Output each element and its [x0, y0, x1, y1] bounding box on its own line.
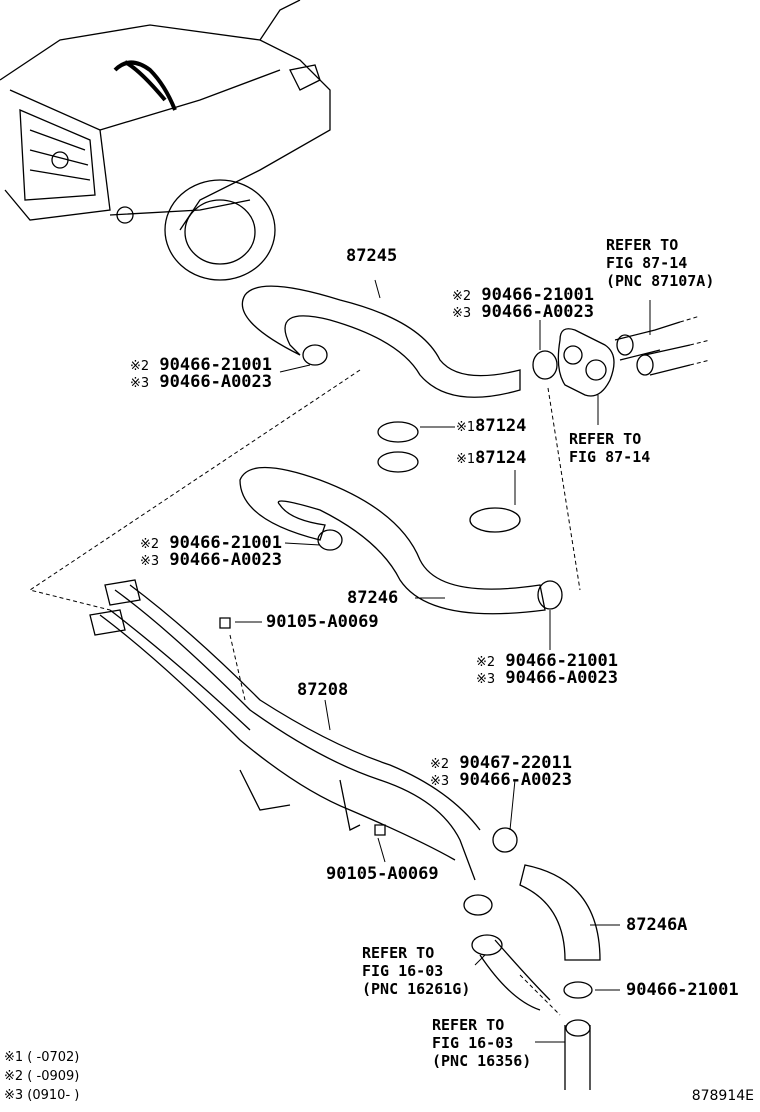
clamp-label-d: ※2 90466-21001 ※3 90466-A0023	[476, 653, 618, 687]
part-87245: 87245	[346, 246, 398, 266]
note-mark: ※3	[130, 376, 150, 391]
note-mark: ※3	[430, 774, 450, 789]
ref-line: FIG 87-14	[606, 254, 688, 272]
part-number: 90466-A0023	[505, 668, 619, 688]
pipe-87208	[99, 584, 481, 881]
part-87246A: 87246A	[626, 915, 688, 935]
clamp-label-c: ※2 90466-21001 ※3 90466-A0023	[140, 535, 282, 569]
legend-item: ※3 (0910- )	[4, 1088, 80, 1103]
part-87246: 87246	[347, 588, 399, 608]
ref-line: FIG 16-03	[362, 962, 444, 980]
note-mark: ※1	[456, 420, 476, 435]
ref-line: (PNC 16261G)	[362, 980, 471, 998]
note-mark: ※2	[430, 757, 450, 772]
legend-item: ※1 ( -0702)	[4, 1050, 80, 1065]
hose-87246	[239, 466, 546, 615]
note-mark: ※2	[140, 537, 160, 552]
ref-line: (PNC 16356)	[432, 1052, 532, 1070]
truck-illustration	[0, 0, 331, 281]
note-mark: ※3	[140, 554, 160, 569]
hose-87245	[241, 285, 521, 398]
part-number: 90466-A0023	[169, 550, 283, 570]
part-87124-b: ※187124	[456, 450, 526, 467]
ref-line: REFER TO	[569, 430, 642, 448]
part-number: 90466-A0023	[159, 372, 273, 392]
note-mark: ※1	[456, 452, 476, 467]
refer-fig-16-03-pnc-16356: REFER TO FIG 16-03 (PNC 16356)	[432, 1016, 531, 1070]
clamp-label-a: ※2 90466-21001 ※3 90466-A0023	[452, 287, 594, 321]
clamp-label-f: 90466-21001	[626, 980, 739, 1000]
part-number: 90466-A0023	[481, 302, 595, 322]
note-mark: ※3	[476, 672, 496, 687]
refer-fig-87-14-pnc-87107a: REFER TO FIG 87-14 (PNC 87107A)	[606, 236, 714, 290]
ref-line: FIG 87-14	[569, 448, 651, 466]
part-87124-a: ※187124	[456, 418, 526, 435]
part-number: 87124	[475, 448, 527, 468]
grommet	[557, 328, 615, 397]
part-number: 87124	[475, 416, 527, 436]
illustration-number: 878914E	[691, 1088, 754, 1104]
note-mark: ※2	[130, 359, 150, 374]
hose-lower	[479, 939, 551, 1011]
part-number: 90466-21001	[169, 533, 283, 553]
ref-line: REFER TO	[432, 1016, 505, 1034]
note-mark: ※2	[452, 289, 472, 304]
ref-line: (PNC 87107A)	[606, 272, 715, 290]
ref-line: FIG 16-03	[432, 1034, 514, 1052]
bolt-label-2: 90105-A0069	[326, 864, 439, 884]
part-number: 90466-A0023	[459, 770, 573, 790]
hose-87246A	[519, 864, 601, 961]
clamp-label-e: ※2 90467-22011 ※3 90466-A0023	[430, 755, 572, 789]
clamp-label-b: ※2 90466-21001 ※3 90466-A0023	[130, 357, 272, 391]
refer-fig-16-03-pnc-16261g: REFER TO FIG 16-03 (PNC 16261G)	[362, 944, 470, 998]
ref-line: REFER TO	[362, 944, 435, 962]
bolt-label-1: 90105-A0069	[266, 612, 379, 632]
clamps	[302, 344, 593, 999]
part-number: 90467-22011	[459, 753, 573, 773]
part-number: 90466-21001	[505, 651, 619, 671]
legend-item: ※2 ( -0909)	[4, 1069, 80, 1084]
note-mark: ※3	[452, 306, 472, 321]
part-87208: 87208	[297, 680, 349, 700]
refer-fig-87-14: REFER TO FIG 87-14	[569, 430, 650, 466]
part-number: 90466-21001	[481, 285, 595, 305]
ref-line: REFER TO	[606, 236, 679, 254]
note-mark: ※2	[476, 655, 496, 670]
footnote-legend: ※1 ( -0702) ※2 ( -0909) ※3 (0910- )	[4, 1048, 79, 1105]
part-number: 90466-21001	[159, 355, 273, 375]
